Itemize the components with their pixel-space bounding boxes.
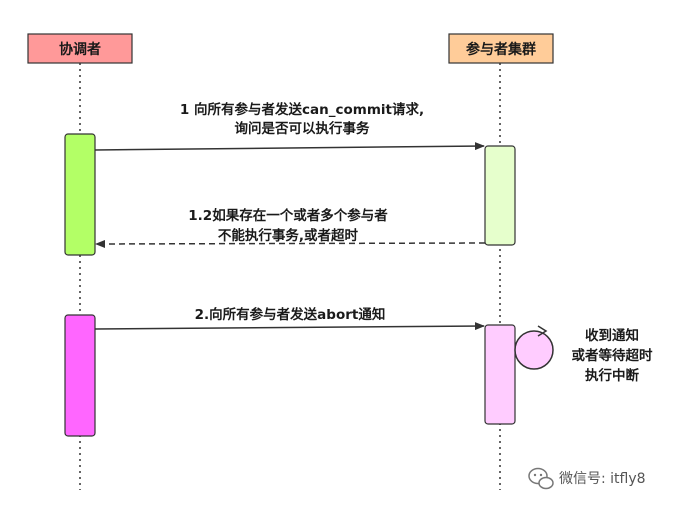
self-loop-circle [514, 330, 554, 370]
coordinator-label: 协调者 [59, 41, 101, 58]
coordinator-activation-2 [64, 314, 96, 437]
coordinator-header-box [27, 33, 133, 64]
message-2-label: 2.向所有参与者发送abort通知 [195, 306, 386, 323]
self-call-loop [514, 325, 554, 370]
wechat-icon [528, 467, 554, 490]
cluster-header-box [448, 33, 554, 64]
message-1-label-line-1: 1 向所有参与者发送can_commit请求, [180, 101, 424, 118]
message-1-2-label-line-2: 不能执行事务,或者超时 [218, 227, 359, 244]
note-line-1: 收到通知 [585, 327, 639, 344]
message-1-2-label-line-1: 1.2如果存在一个或者多个参与者 [188, 207, 388, 224]
message-2-arrow [94, 322, 485, 331]
cluster-activation-2 [484, 324, 516, 425]
message-1-label-line-2: 询问是否可以执行事务 [235, 120, 370, 137]
coordinator-activation-1 [64, 133, 96, 256]
cluster-label: 参与者集群 [466, 41, 536, 58]
coordinator-participant: 协调者 [27, 33, 133, 64]
cluster-activation-1 [484, 145, 516, 246]
watermark-text: 微信号: itfly8 [559, 471, 646, 487]
message-1-arrow [94, 142, 485, 151]
note-line-3: 执行中断 [585, 367, 639, 384]
note-line-2: 或者等待超时 [572, 347, 653, 364]
watermark: 微信号: itfly8 [528, 467, 646, 490]
message-1-2-arrow [95, 239, 486, 248]
cluster-participant: 参与者集群 [448, 33, 554, 64]
self-loop-arrowhead [537, 325, 548, 337]
